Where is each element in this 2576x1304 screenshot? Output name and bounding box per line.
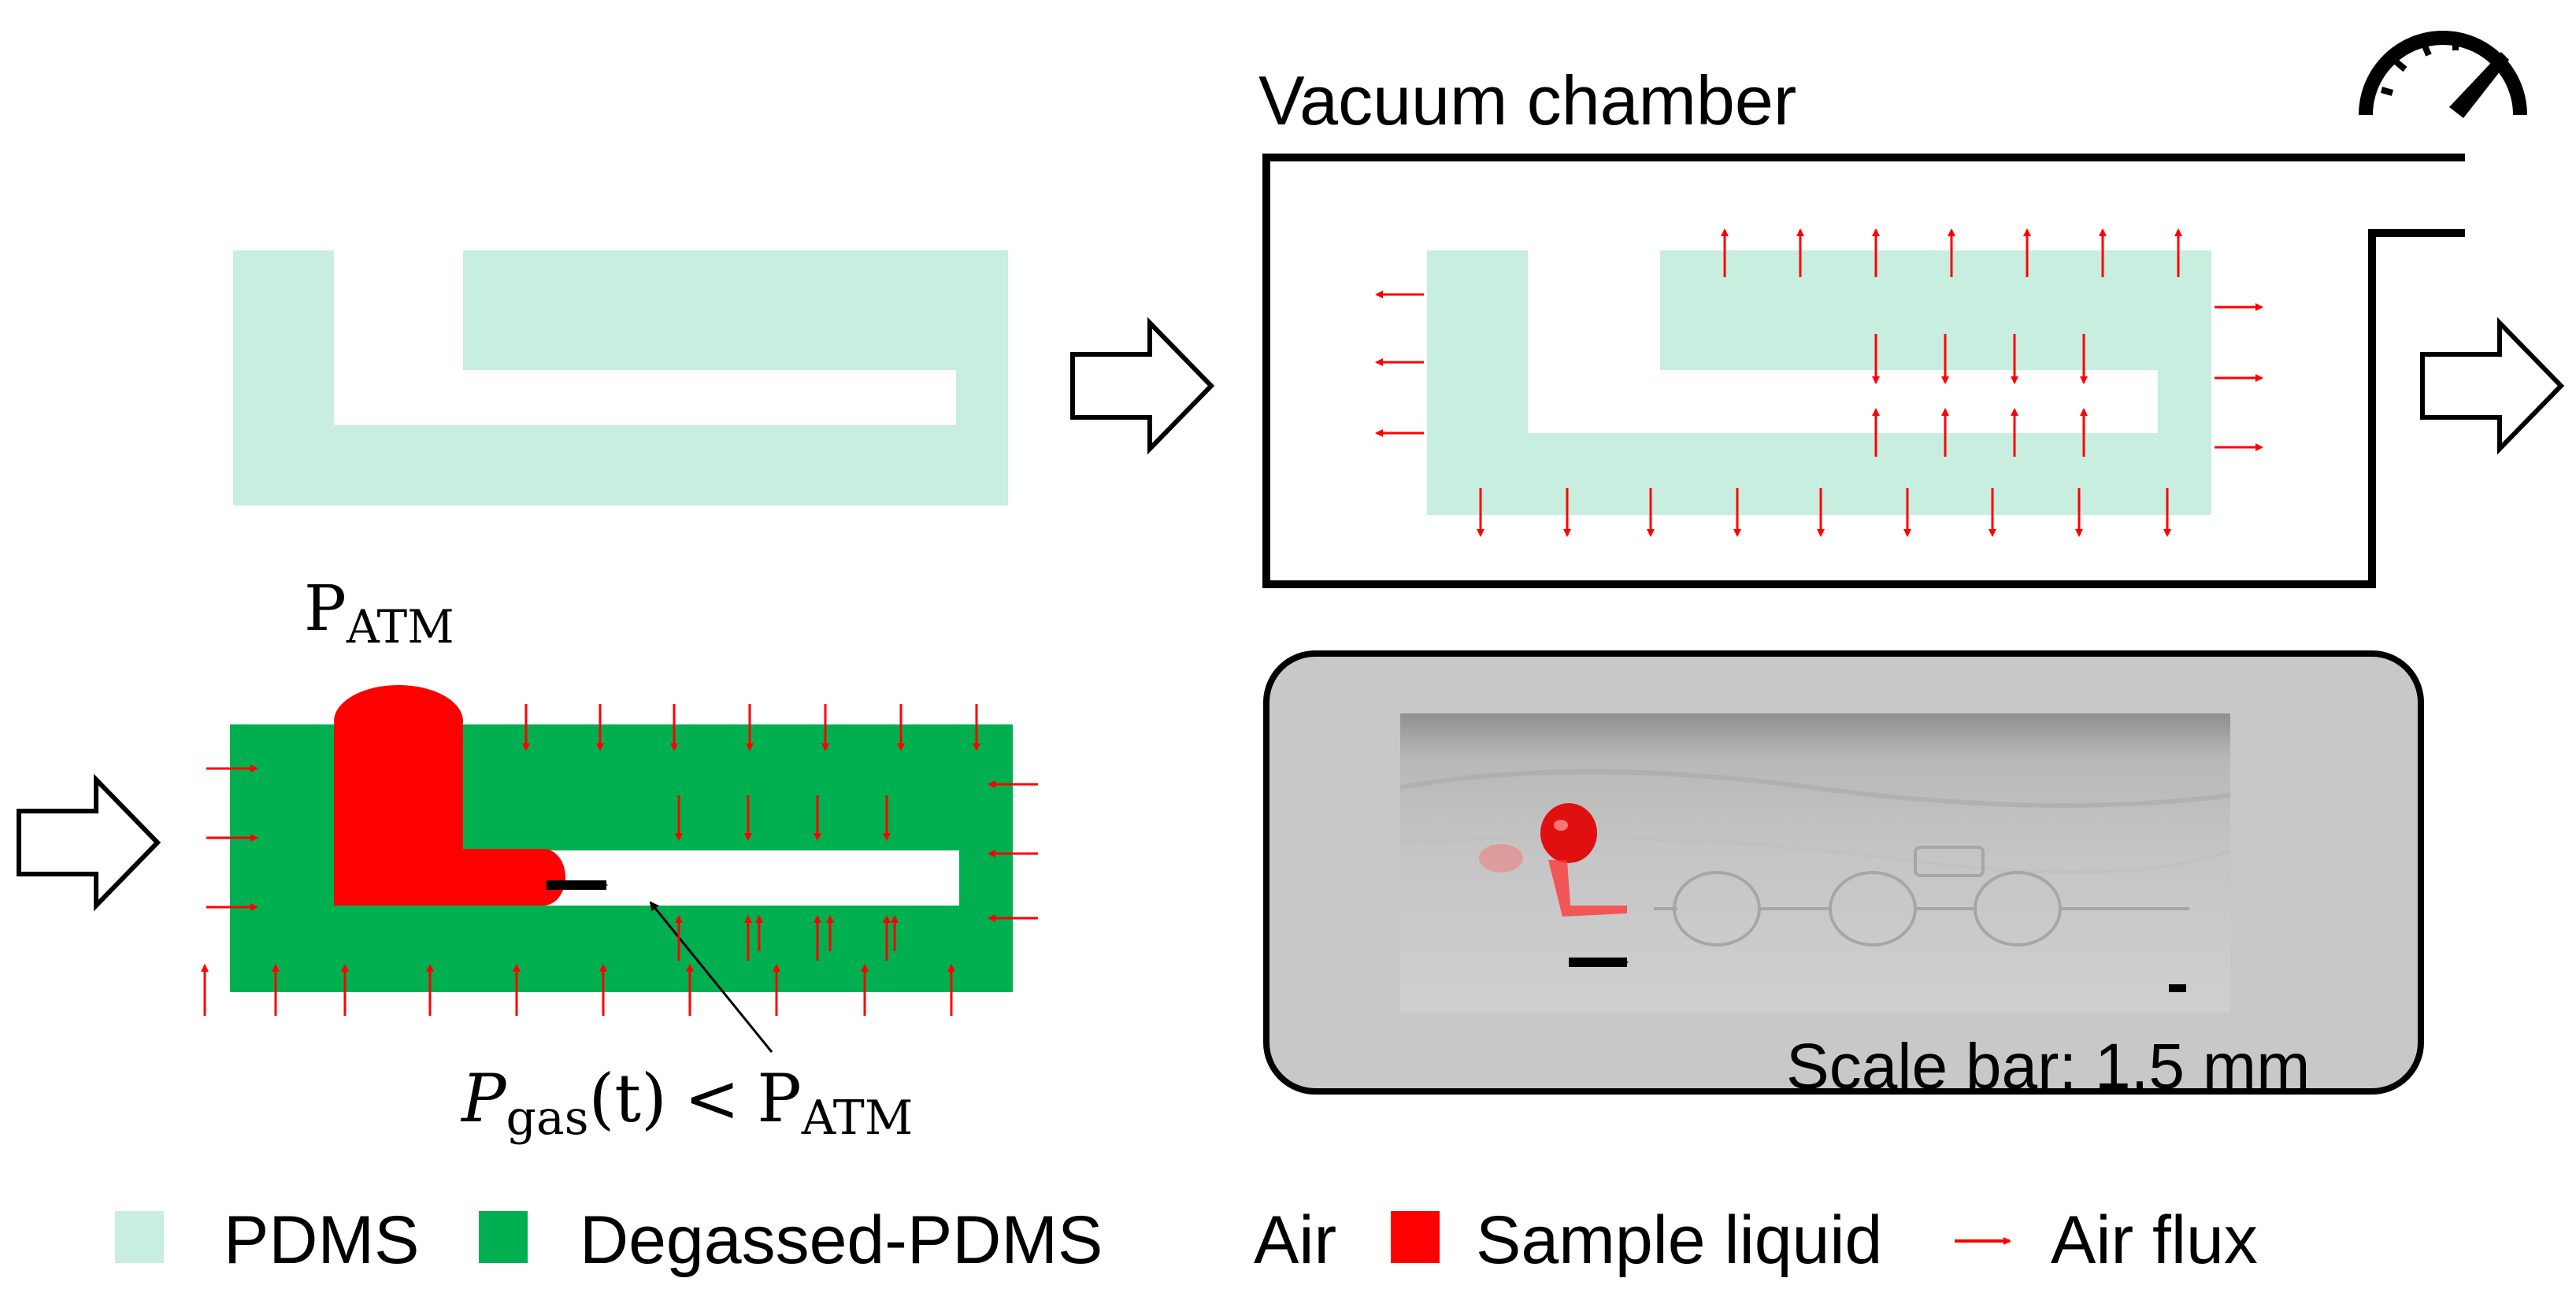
process-arrow-1 bbox=[1070, 317, 1215, 455]
legend-label-degassed: Degassed-PDMS bbox=[580, 1202, 1103, 1278]
legend-item-degassed-pdms: Degassed-PDMS bbox=[479, 1202, 1103, 1278]
vacuum-chamber-wall bbox=[1262, 154, 2465, 588]
legend-label-air-flux: Air flux bbox=[2051, 1202, 2258, 1278]
scale-bar bbox=[2169, 984, 2186, 992]
vacuum-air-flux-arrows bbox=[1375, 228, 2263, 537]
legend-swatch-liquid bbox=[1391, 1211, 1440, 1263]
pdms-chip-degassing bbox=[1427, 250, 2211, 515]
pdms-chip-panel bbox=[233, 250, 1008, 506]
pgas-pointer-line bbox=[649, 901, 773, 1053]
process-arrow-2 bbox=[2420, 317, 2565, 455]
vacuum-chamber-panel: Vacuum chamber bbox=[1258, 31, 2527, 588]
liquid-droplet bbox=[1540, 803, 1597, 863]
pdms-chip bbox=[233, 250, 1008, 506]
pressure-gauge-icon bbox=[2359, 31, 2527, 118]
p-atm-label: PATM bbox=[304, 572, 454, 654]
vacuum-chamber-title: Vacuum chamber bbox=[1258, 61, 1796, 139]
photo-panel: Scale bar: 1.5 mm bbox=[1263, 650, 2424, 1102]
legend-item-pdms: PDMS bbox=[115, 1202, 419, 1278]
legend-label-pdms: PDMS bbox=[224, 1202, 419, 1278]
legend-item-sample-liquid: Sample liquid bbox=[1391, 1202, 1882, 1278]
legend-label-liquid: Sample liquid bbox=[1476, 1202, 1882, 1278]
photo-channel bbox=[1654, 846, 2189, 947]
device-photo bbox=[1399, 713, 2231, 1013]
sample-liquid bbox=[334, 685, 565, 906]
process-arrow-3 bbox=[17, 773, 161, 912]
legend: PDMS Degassed-PDMS Air Sample liquid Air… bbox=[115, 1202, 2258, 1278]
legend-swatch-pdms bbox=[115, 1211, 164, 1263]
filling-air-flux-arrows bbox=[201, 704, 1038, 1016]
legend-label-air: Air bbox=[1254, 1202, 1336, 1278]
scale-bar-label: Scale bar: 1.5 mm bbox=[1786, 1031, 2310, 1102]
legend-item-air: Air bbox=[1254, 1202, 1336, 1278]
filling-panel: PATM Pgas(t)<PATM bbox=[201, 572, 1038, 1146]
legend-item-air-flux: Air flux bbox=[1955, 1202, 2258, 1278]
pgas-equation: Pgas(t)<PATM bbox=[460, 1060, 913, 1146]
legend-swatch-degassed bbox=[479, 1211, 528, 1263]
